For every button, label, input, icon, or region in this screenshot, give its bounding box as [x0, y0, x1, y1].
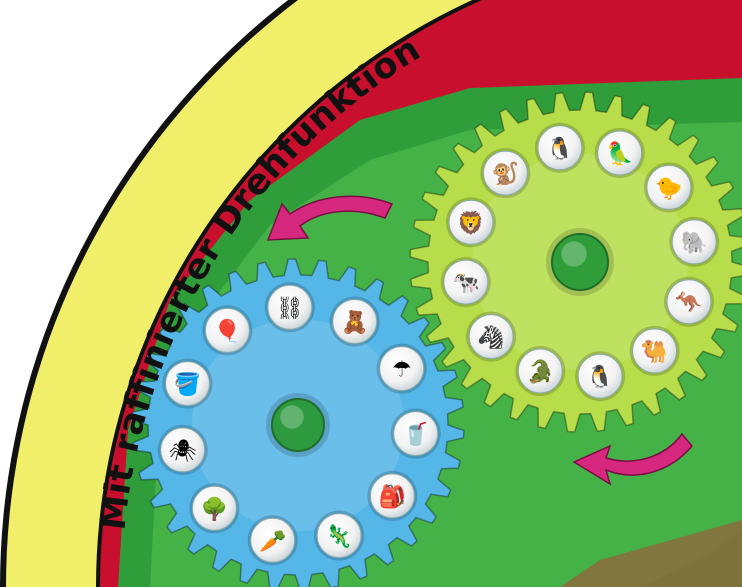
camel-icon: 🐫 — [641, 339, 668, 365]
drink-icon: 🥤 — [402, 422, 429, 448]
blue-gear-hub[interactable] — [271, 398, 325, 452]
penguin-sitting-icon: 🐧 — [546, 136, 573, 162]
elephant-icon: 🐘 — [680, 230, 707, 256]
parrot-token: 🦜 — [594, 128, 645, 178]
penguin-icon: 🐧 — [586, 364, 613, 390]
parrot-icon: 🦜 — [606, 140, 633, 167]
rotate-left-arrow-icon — [266, 195, 394, 241]
backpack-token: 🎒 — [367, 470, 418, 521]
umbrella-token: ☂ — [376, 343, 427, 394]
cow-icon: 🐄 — [452, 271, 479, 296]
bucket-token: 🪣 — [162, 358, 213, 409]
board-path-strip — [560, 520, 742, 587]
swing-icon: ⛓ — [276, 296, 304, 321]
penguin-token: 🐧 — [575, 351, 626, 402]
carrots-icon: 🥕 — [259, 528, 286, 554]
drink-token: 🥤 — [390, 408, 441, 459]
blue-gear: ⛓ 🧸 ☂ 🥤 🎒 🦎 🥕 🌳 🕷 🪣 🎈 — [131, 258, 465, 587]
zebra-token: 🦓 — [466, 311, 517, 362]
crocodile-token: 🐊 — [515, 346, 566, 396]
blue-gear-hub-highlight — [280, 405, 304, 429]
camel-token: 🐫 — [629, 325, 680, 376]
penguin-sitting-token: 🐧 — [534, 122, 585, 173]
tree-icon: 🌳 — [201, 495, 228, 522]
monkey-icon: 🐒 — [492, 161, 519, 187]
chameleon-icon: 🦎 — [325, 524, 352, 550]
spider-token: 🕷 — [157, 424, 208, 475]
swing-token: ⛓ — [264, 282, 315, 333]
gears-layer: 🐧 🦜 🐤 🐘 🦘 🐫 🐧 🐊 🦓 🐄 🦁 🐒 ⛓ 🧸 ☂ 🥤 🎒 🦎 🥕 🌳 🕷 🪣 🎈 — [131, 91, 742, 587]
lime-gear-hub[interactable] — [551, 233, 609, 291]
tree-token: 🌳 — [189, 483, 240, 534]
spider-icon: 🕷 — [169, 439, 197, 464]
elephant-token: 🐘 — [669, 216, 720, 267]
umbrella-icon: ☂ — [392, 358, 412, 383]
teddy-token: 🧸 — [329, 296, 380, 347]
carrots-token: 🥕 — [247, 515, 298, 566]
crocodile-icon: 🐊 — [527, 358, 554, 385]
teddy-icon: 🧸 — [341, 310, 368, 336]
backpack-icon: 🎒 — [379, 484, 406, 510]
monkey-token: 🐒 — [480, 148, 531, 199]
chick-token: 🐤 — [643, 162, 694, 213]
lion-icon: 🦁 — [457, 210, 484, 236]
cow-token: 🐄 — [440, 257, 491, 308]
bucket-icon: 🪣 — [174, 372, 201, 398]
chameleon-token: 🦎 — [314, 510, 365, 561]
balloon-icon: 🎈 — [214, 317, 241, 344]
lime-gear-hub-highlight — [561, 241, 587, 267]
lime-gear: 🐧 🦜 🐤 🐘 🦘 🐫 🐧 🐊 🦓 🐄 🦁 🐒 — [409, 91, 742, 433]
kangaroo-icon: 🦘 — [675, 291, 703, 316]
chick-icon: 🐤 — [655, 176, 682, 201]
kangaroo-token: 🦘 — [664, 276, 714, 327]
zebra-icon: 🦓 — [477, 325, 504, 351]
balloon-token: 🎈 — [202, 305, 253, 356]
lion-token: 🦁 — [446, 197, 496, 248]
rotate-right-arrow-icon — [572, 432, 693, 486]
